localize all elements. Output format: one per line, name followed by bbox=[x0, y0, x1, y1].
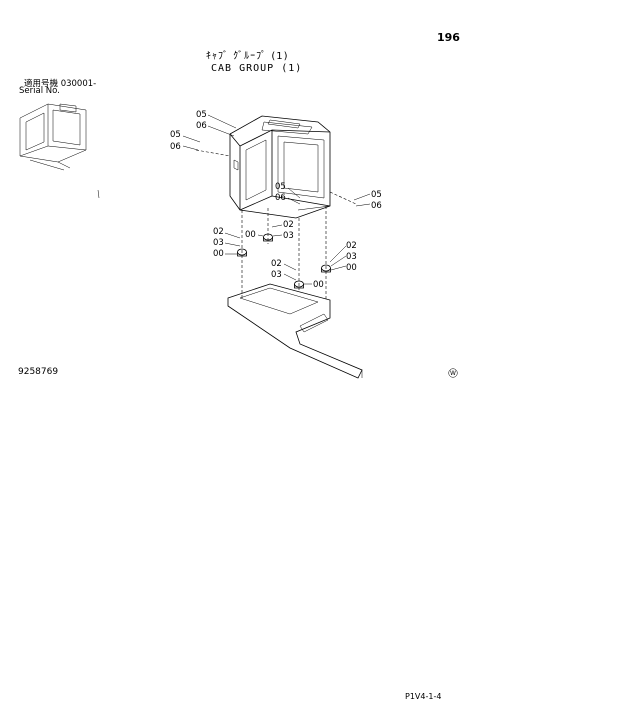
title-english: CAB GROUP (1) bbox=[211, 63, 303, 74]
callout-label: 06 bbox=[170, 142, 181, 152]
callout-label: 00 bbox=[346, 263, 357, 273]
callout-label: 02 bbox=[213, 227, 224, 237]
callout-label: 06 bbox=[371, 201, 382, 211]
callout-label: 02 bbox=[346, 241, 357, 251]
callout-label: 05 bbox=[170, 130, 181, 140]
callout-label: 00 bbox=[245, 230, 256, 240]
leader-lines bbox=[182, 114, 371, 285]
callout-label: 00 bbox=[313, 280, 324, 290]
sheet-code: P1V4-1-4 bbox=[405, 692, 442, 701]
copyright-mark-icon: W bbox=[448, 368, 458, 378]
callout-label: 03 bbox=[213, 238, 224, 248]
svg-text:W: W bbox=[450, 370, 456, 377]
callout-label: 02 bbox=[283, 220, 294, 230]
floor-plate bbox=[227, 283, 363, 379]
callout-label: 02 bbox=[271, 259, 282, 269]
callout-label: 05 bbox=[371, 190, 382, 200]
callout-label: 05 bbox=[275, 182, 286, 192]
page-number: 196 bbox=[437, 31, 460, 44]
callout-label: 03 bbox=[283, 231, 294, 241]
thumbnail-cab-sketch bbox=[19, 103, 100, 199]
drawing-number: 9258769 bbox=[18, 367, 59, 377]
callout-label: 00 bbox=[213, 249, 224, 259]
callout-label: 03 bbox=[271, 270, 282, 280]
serial-label-english: Serial No. bbox=[19, 86, 60, 96]
title-japanese: ｷｬﾌﾞ ｸﾞﾙｰﾌﾟ (1) bbox=[206, 51, 289, 62]
serial-label-japanese: 適用号機 030001- bbox=[24, 79, 97, 89]
callout-label: 03 bbox=[346, 252, 357, 262]
callout-label: 05 bbox=[196, 110, 207, 120]
cab-frame bbox=[229, 115, 331, 219]
callout-label: 06 bbox=[196, 121, 207, 131]
callout-label: 06 bbox=[275, 193, 286, 203]
